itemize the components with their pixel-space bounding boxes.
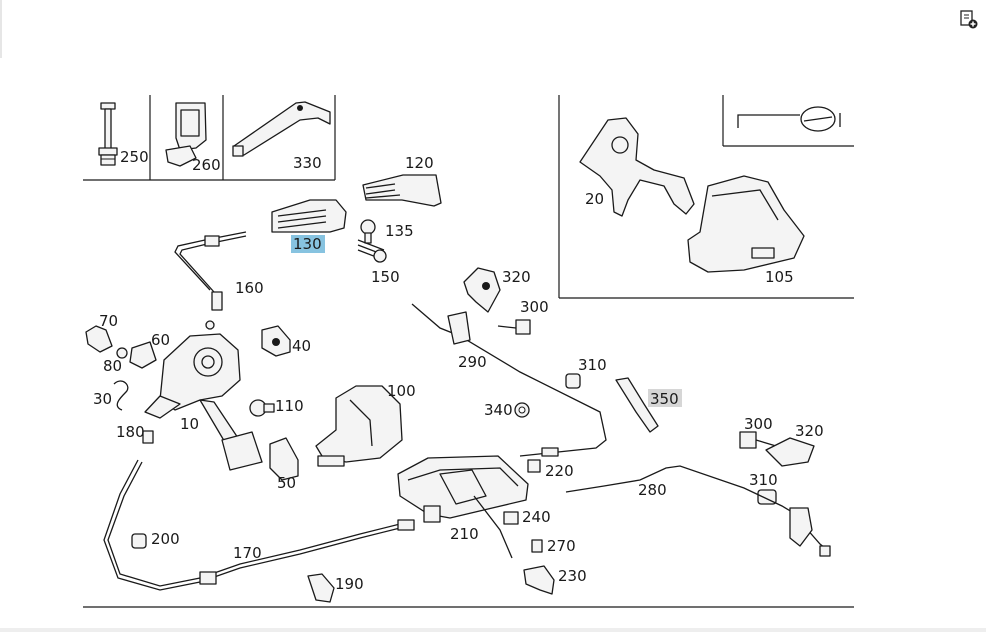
inset-frame-top-right — [558, 95, 854, 299]
steering-symbol — [737, 106, 841, 132]
callout-70[interactable]: 70 — [99, 312, 118, 330]
callout-135[interactable]: 135 — [385, 222, 414, 240]
part-310-upper[interactable] — [565, 373, 581, 389]
part-135[interactable] — [360, 219, 376, 244]
callout-160[interactable]: 160 — [235, 279, 264, 297]
callout-250[interactable]: 250 — [120, 148, 149, 166]
callout-110[interactable]: 110 — [275, 397, 304, 415]
part-120[interactable] — [362, 174, 442, 207]
part-150[interactable] — [357, 239, 387, 263]
part-130[interactable] — [271, 199, 347, 233]
callout-150[interactable]: 150 — [371, 268, 400, 286]
part-60[interactable] — [129, 341, 157, 369]
part-30[interactable] — [113, 380, 129, 411]
bottom-edge-strip — [0, 628, 986, 632]
callout-50[interactable]: 50 — [277, 474, 296, 492]
callout-260[interactable]: 260 — [192, 156, 221, 174]
part-200[interactable] — [131, 533, 147, 549]
callout-310-upper[interactable]: 310 — [578, 356, 607, 374]
callout-60[interactable]: 60 — [151, 331, 170, 349]
callout-320-upper[interactable]: 320 — [502, 268, 531, 286]
callout-10[interactable]: 10 — [180, 415, 199, 433]
part-50[interactable] — [269, 437, 299, 481]
part-220[interactable] — [527, 459, 541, 473]
part-300-upper[interactable] — [497, 319, 531, 335]
callout-270[interactable]: 270 — [547, 537, 576, 555]
page-add-icon — [960, 10, 978, 29]
callout-105[interactable]: 105 — [765, 268, 794, 286]
callout-340[interactable]: 340 — [484, 401, 513, 419]
part-110[interactable] — [249, 399, 275, 417]
part-170[interactable] — [103, 459, 415, 591]
callout-30[interactable]: 30 — [93, 390, 112, 408]
callout-330[interactable]: 330 — [293, 154, 322, 172]
highlight-350 — [648, 389, 682, 407]
callout-230[interactable]: 230 — [558, 567, 587, 585]
highlight-130 — [291, 235, 325, 253]
callout-20[interactable]: 20 — [585, 190, 604, 208]
callout-310-lower[interactable]: 310 — [749, 471, 778, 489]
callout-180[interactable]: 180 — [116, 423, 145, 441]
part-180[interactable] — [142, 430, 154, 444]
left-edge-strip — [0, 0, 2, 58]
callout-40[interactable]: 40 — [292, 337, 311, 355]
callout-300-upper[interactable]: 300 — [520, 298, 549, 316]
callout-220[interactable]: 220 — [545, 462, 574, 480]
callout-200[interactable]: 200 — [151, 530, 180, 548]
part-190[interactable] — [307, 573, 335, 603]
part-350[interactable] — [615, 377, 659, 433]
callout-100[interactable]: 100 — [387, 382, 416, 400]
part-300-lower[interactable] — [739, 431, 777, 449]
part-10[interactable] — [144, 333, 263, 471]
callout-350[interactable]: 350 — [650, 390, 679, 408]
part-70[interactable] — [85, 325, 113, 353]
callout-290[interactable]: 290 — [458, 353, 487, 371]
part-20[interactable] — [579, 117, 695, 217]
callout-210[interactable]: 210 — [450, 525, 479, 543]
part-40[interactable] — [261, 325, 291, 357]
callout-240[interactable]: 240 — [522, 508, 551, 526]
part-160[interactable] — [174, 231, 247, 330]
part-240[interactable] — [503, 511, 519, 525]
callout-320-lower[interactable]: 320 — [795, 422, 824, 440]
part-290[interactable] — [411, 303, 607, 457]
inset-frame-top-left — [83, 95, 336, 181]
callout-130[interactable]: 130 — [293, 235, 322, 253]
part-230[interactable] — [523, 565, 555, 595]
part-105[interactable] — [687, 175, 805, 273]
callout-280[interactable]: 280 — [638, 481, 667, 499]
callout-170[interactable]: 170 — [233, 544, 262, 562]
part-80[interactable] — [116, 347, 128, 359]
part-340[interactable] — [514, 402, 530, 418]
part-320-lower[interactable] — [765, 437, 815, 467]
part-330[interactable] — [232, 101, 331, 157]
part-270[interactable] — [531, 539, 543, 553]
part-320-upper[interactable] — [463, 267, 501, 313]
part-260[interactable] — [165, 102, 207, 167]
callout-80[interactable]: 80 — [103, 357, 122, 375]
part-280[interactable] — [565, 465, 831, 557]
callout-120[interactable]: 120 — [405, 154, 434, 172]
part-210[interactable] — [397, 455, 529, 559]
callout-190[interactable]: 190 — [335, 575, 364, 593]
part-250[interactable] — [98, 102, 118, 166]
part-100[interactable] — [315, 385, 403, 467]
callout-300-lower[interactable]: 300 — [744, 415, 773, 433]
add-page-button[interactable] — [958, 8, 980, 30]
